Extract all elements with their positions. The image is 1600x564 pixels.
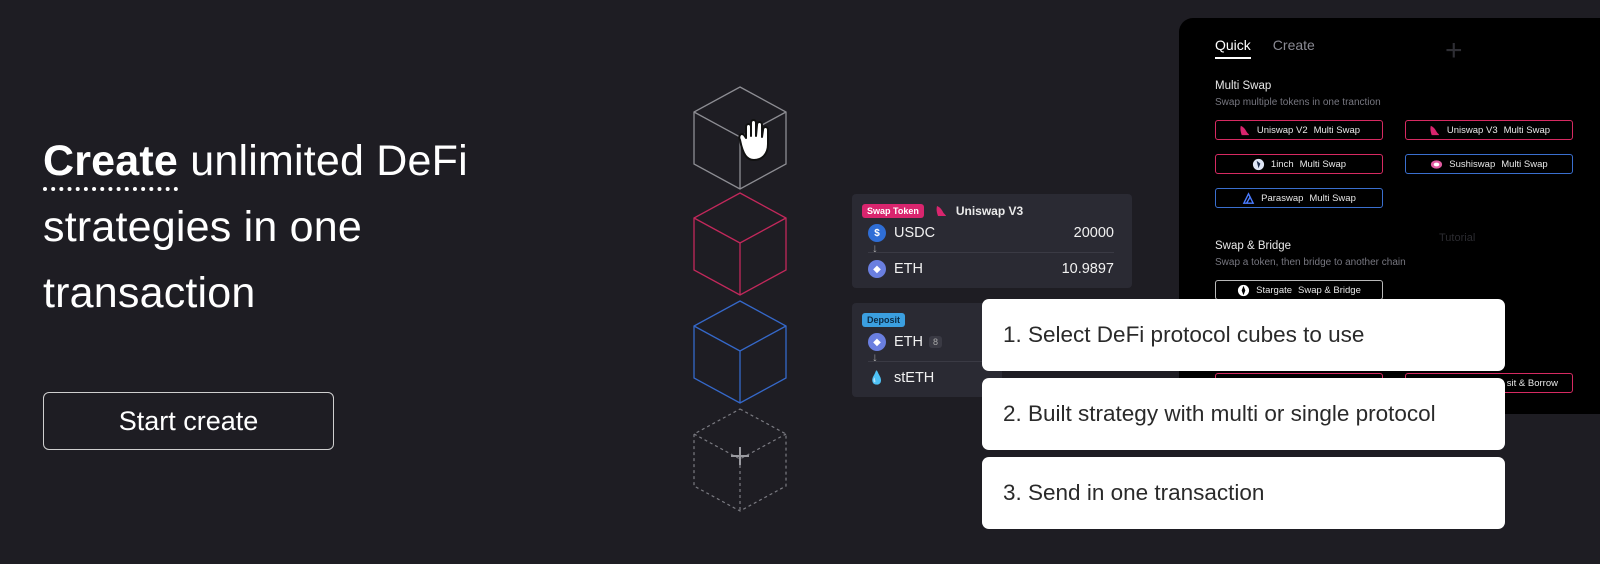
grab-hand-cursor-icon	[738, 119, 769, 161]
swap-from-value: 20000	[1073, 225, 1114, 241]
swap-bridge-title: Swap & Bridge	[1215, 240, 1292, 252]
swap-protocol-name: Uniswap V3	[955, 204, 1024, 218]
deposit-from-token: ETH	[894, 334, 923, 350]
sushiswap-icon	[1431, 159, 1443, 169]
deposit-row-to: 💧 stETH	[868, 369, 984, 387]
eth-icon: ◆	[868, 260, 886, 278]
eth-icon: ◆	[868, 333, 886, 351]
arrow-down-icon: ↓	[872, 350, 878, 364]
uniswap-icon	[1430, 125, 1440, 135]
1inch-icon	[1252, 158, 1264, 170]
uniswap-icon	[1240, 125, 1250, 135]
deposit-card[interactable]: Deposit ◆ ETH 8 ↓ 💧 stETH	[852, 303, 1002, 397]
cube-blue-icon[interactable]	[690, 296, 790, 406]
panel-tabs: Quick Create	[1215, 37, 1315, 59]
tab-quick[interactable]: Quick	[1215, 37, 1251, 59]
deposit-tag: Deposit	[862, 313, 906, 327]
uniswap-icon	[936, 206, 946, 216]
protocol-cube-stack	[690, 82, 800, 522]
arrow-down-icon: ↓	[872, 241, 878, 255]
usdc-icon: $	[868, 224, 886, 242]
swap-row-to: ◆ ETH 10.9897	[868, 260, 1114, 278]
paraswap-icon	[1242, 191, 1255, 204]
tab-create[interactable]: Create	[1272, 37, 1315, 53]
hero-title: Create unlimited DeFi strategies in one …	[43, 128, 563, 326]
faint-tutorial-label: Tutorial	[1439, 232, 1476, 244]
swap-bridge-subtitle: Swap a token, then bridge to another cha…	[1215, 257, 1406, 268]
faint-plus-icon: +	[1445, 34, 1463, 67]
deposit-badge: 8	[929, 336, 943, 348]
step-2-callout: 2. Built strategy with multi or single p…	[982, 378, 1505, 450]
step-3-callout: 3. Send in one transaction	[982, 457, 1505, 529]
deposit-row-from: ◆ ETH 8	[868, 333, 984, 351]
step-1-callout: 1. Select DeFi protocol cubes to use	[982, 299, 1505, 371]
cube-pink-icon[interactable]	[690, 188, 790, 298]
swap-to-value: 10.9897	[1061, 261, 1114, 277]
swap-token-tag: Swap Token	[862, 204, 924, 218]
hero-title-rest: unlimited DeFi strategies in one transac…	[43, 137, 468, 317]
steth-drop-icon: 💧	[868, 370, 886, 385]
multi-swap-title: Multi Swap	[1215, 80, 1272, 92]
swap-row-from: $ USDC 20000	[868, 224, 1114, 242]
multi-swap-subtitle: Swap multiple tokens in one tranction	[1215, 97, 1381, 108]
swap-token-card[interactable]: Swap Token Uniswap V3 $ USDC 20000 ↓ ◆ E…	[852, 194, 1132, 288]
swap-from-token: USDC	[894, 225, 936, 241]
add-cube-icon[interactable]	[690, 404, 790, 514]
start-create-button[interactable]: Start create	[43, 392, 334, 450]
swap-to-token: ETH	[894, 261, 923, 277]
hero-title-accent: Create	[43, 137, 179, 185]
deposit-to-token: stETH	[894, 370, 935, 386]
stargate-icon	[1238, 284, 1250, 296]
